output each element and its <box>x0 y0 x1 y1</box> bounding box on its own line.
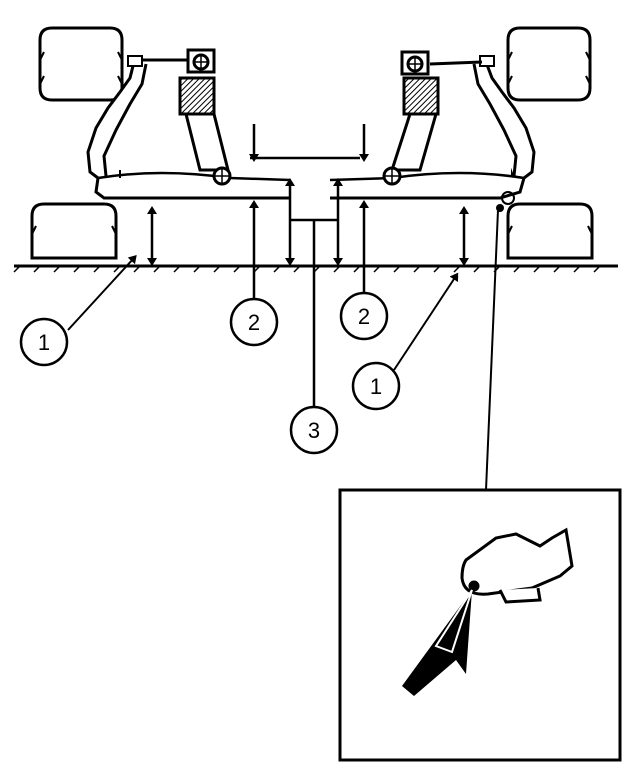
subframe <box>94 168 526 200</box>
callout-label: 2 <box>248 310 260 335</box>
wheel-front-right <box>506 26 592 102</box>
knuckle-left <box>86 55 148 180</box>
callout-label: 2 <box>358 304 370 329</box>
wheel-rear-left <box>30 202 118 260</box>
callout-label: 1 <box>370 374 382 399</box>
arrow-icon <box>402 589 473 696</box>
callout-label: 1 <box>38 330 50 355</box>
strut-right <box>382 50 440 186</box>
detail-bracket <box>460 527 574 604</box>
detail-inset <box>338 488 622 762</box>
leader-lines <box>67 209 499 491</box>
wheel-rear-right <box>506 202 594 260</box>
measure-arrow-3 <box>285 178 343 412</box>
strut-left <box>178 48 232 186</box>
ground-line <box>13 264 618 273</box>
callout-1-left: 1 <box>19 317 69 367</box>
wheel-front-left <box>38 26 124 102</box>
tie-rods <box>142 58 483 66</box>
callout-3: 3 <box>289 405 339 455</box>
callout-1-right: 1 <box>351 361 401 411</box>
callout-label: 3 <box>308 418 320 443</box>
callout-2-right: 2 <box>339 291 389 341</box>
callout-2-left: 2 <box>229 297 279 347</box>
detail-reference-point <box>496 191 515 212</box>
